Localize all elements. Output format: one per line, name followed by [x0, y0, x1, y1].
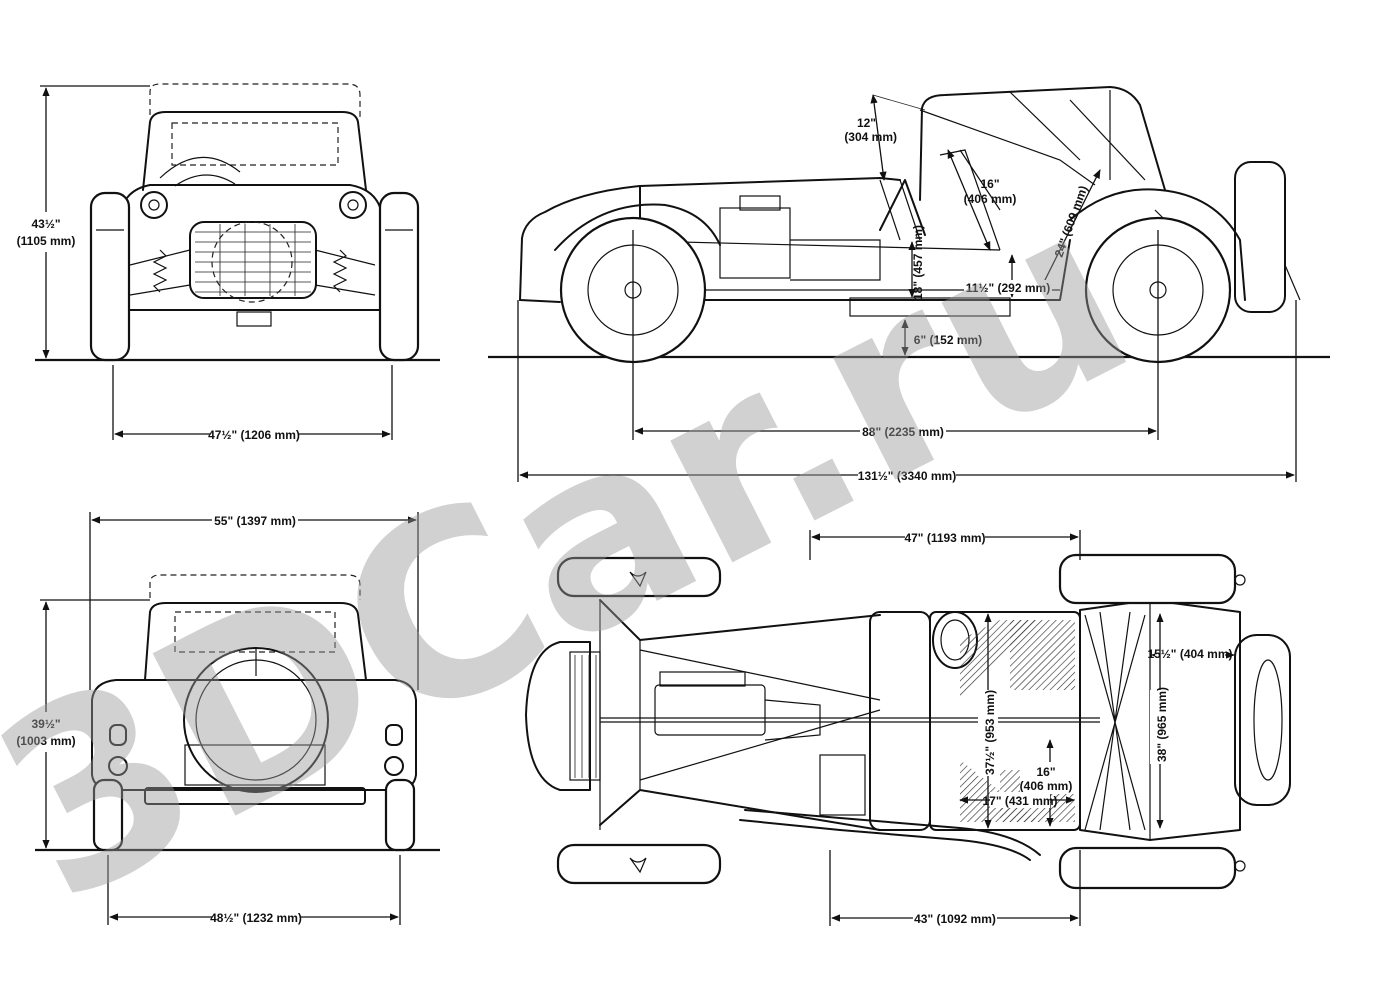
plan-15-label: 15½" (404 mm) [1147, 647, 1232, 661]
plan-38-dimension: 38" (965 mm) [1150, 613, 1170, 829]
front-view [35, 83, 440, 362]
front-height-metric: (1105 mm) [17, 234, 76, 248]
rear-track-label: 48½" (1232 mm) [210, 911, 302, 925]
wheelbase-label: 88" (2235 mm) [862, 425, 944, 439]
plan-37-dimension: 37½" (953 mm) [978, 613, 998, 829]
side-roof-metric: (304 mm) [844, 130, 897, 144]
front-track-dimension: 47½" (1206 mm) [112, 365, 393, 442]
plan-47-label: 47" (1193 mm) [904, 531, 985, 545]
wheelbase-dimension: 88" (2235 mm) [632, 230, 1159, 440]
plan-17-dimension: 17" (431 mm) [959, 792, 1075, 808]
plan-38-label: 38" (965 mm) [1155, 687, 1169, 762]
plan-47-dimension: 47" (1193 mm) [809, 529, 1081, 560]
rear-width-label: 55" (1397 mm) [214, 514, 296, 528]
side-seat-metric: (406 mm) [964, 192, 1017, 206]
overall-length-label: 131½" (3340 mm) [858, 469, 956, 483]
rear-track-dimension: 48½" (1232 mm) [107, 855, 401, 925]
rear-view [35, 574, 440, 852]
front-height-label: 43½" [31, 217, 60, 231]
side-11-label: 11½" (292 mm) [966, 281, 1050, 295]
side-clearance-label: 6" (152 mm) [914, 333, 982, 347]
front-height-dimension: 43½" (1105 mm) [17, 85, 150, 359]
overall-length-dimension: 131½" (3340 mm) [517, 300, 1297, 483]
plan-15-dimension: 15½" (404 mm) [1147, 645, 1235, 661]
rear-width-dimension: 55" (1397 mm) [89, 512, 419, 690]
rear-height-dimension: 39½" (1003 mm) [16, 599, 150, 849]
plan-37-label: 37½" (953 mm) [983, 690, 997, 775]
plan-17-label: 17" (431 mm) [982, 794, 1057, 808]
plan-16-metric: (406 mm) [1020, 779, 1073, 793]
side-11-dimension: 11½" (292 mm) [964, 254, 1052, 298]
plan-43-label: 43" (1092 mm) [914, 912, 996, 926]
rear-height-metric: (1003 mm) [16, 734, 75, 748]
side-roof-label: 12" [857, 116, 876, 130]
plan-16-dimension: 16" (406 mm) [1020, 739, 1076, 827]
plan-16-label: 16" [1036, 765, 1055, 779]
side-seat-dimension: 16" (406 mm) [947, 149, 1017, 251]
side-18-label: 18" (457 mm) [911, 225, 925, 300]
side-roof-dimension: 12" (304 mm) [844, 94, 926, 181]
rear-height-label: 39½" [31, 717, 60, 731]
front-track-label: 47½" (1206 mm) [208, 428, 300, 442]
side-clearance-dimension: 6" (152 mm) [901, 319, 982, 356]
side-seat-label: 16" [980, 177, 999, 191]
side-18-dimension: 18" (457 mm) [908, 225, 925, 300]
plan-43-dimension: 43" (1092 mm) [829, 850, 1081, 926]
